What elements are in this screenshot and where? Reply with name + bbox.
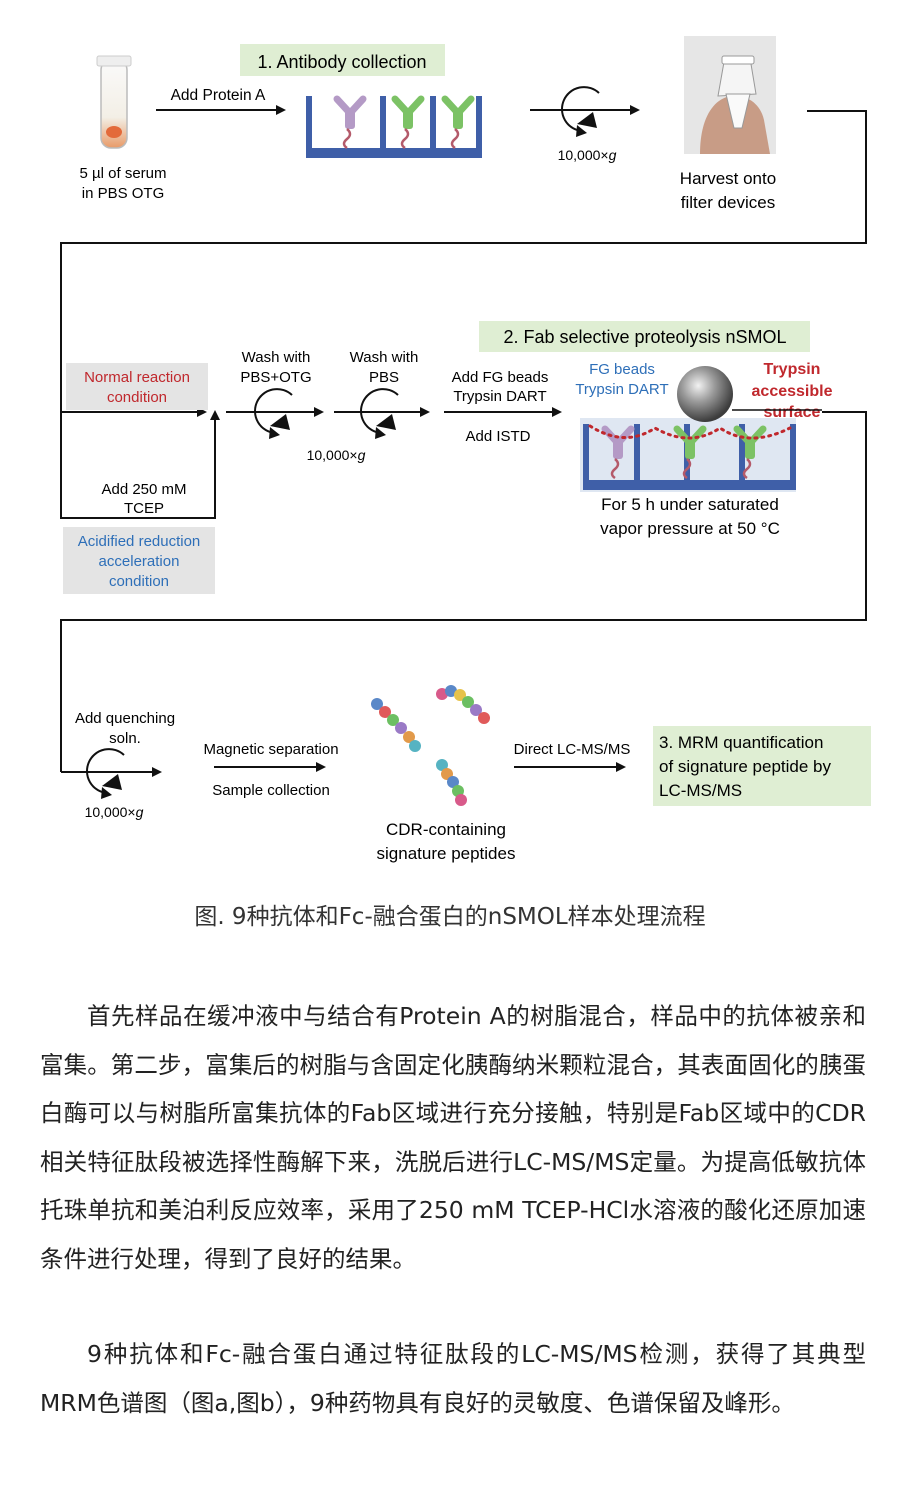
fg-beads-1: FG beads (589, 361, 655, 378)
spin-speed-3: 10,000×g (85, 804, 144, 820)
acidified-condition-2: acceleration (99, 553, 180, 570)
fg-beads-2: Trypsin DART (575, 381, 668, 398)
direct-lcms-label: Direct LC-MS/MS (514, 741, 631, 758)
centrifuge-spin-icon-4 (61, 748, 162, 800)
add-tcep-2: TCEP (124, 500, 164, 517)
add-fg-beads-2: Trypsin DART (453, 388, 546, 405)
add-protein-a-label: Add Protein A (171, 87, 266, 104)
incubation-condition-2: vapor pressure at 50 °C (600, 519, 780, 538)
centrifuge-spin-icon-1 (530, 86, 640, 138)
filter-device-photo (684, 36, 776, 154)
connector-row2-row3 (60, 411, 867, 772)
wash2-label-2: PBS (369, 369, 399, 386)
add-fg-beads-1: Add FG beads (452, 369, 549, 386)
magnetic-separation: Magnetic separation (203, 741, 338, 758)
cdr-peptides-1: CDR-containing (386, 820, 506, 839)
fg-bead-icon (677, 366, 733, 422)
serum-label-2: in PBS OTG (82, 185, 165, 202)
nsmol-well-plate (580, 418, 796, 492)
trypsin-surface-1: Trypsin (764, 361, 821, 378)
add-tcep-1: Add 250 mM (101, 481, 186, 498)
step2-title: 2. Fab selective proteolysis nSMOL (503, 327, 786, 347)
body-paragraph-1: 首先样品在缓冲液中与结合有Protein A的树脂混合，样品中的抗体被亲和富集。… (40, 1002, 866, 1273)
acidified-condition-1: Acidified reduction (78, 533, 201, 550)
trypsin-surface-2: accessible (752, 383, 833, 400)
spin-speed-2: 10,000×g (307, 447, 366, 463)
signature-peptides-icon (371, 685, 490, 806)
step1-title-box (240, 44, 445, 76)
step3-title-2: of signature peptide by (659, 757, 832, 776)
step1-title: 1. Antibody collection (257, 52, 426, 72)
body-paragraph-2: 9种抗体和Fc-融合蛋白通过特征肽段的LC-MS/MS检测，获得了其典型MRM色… (40, 1340, 866, 1417)
step3-title-box (653, 726, 871, 806)
wash2-label-1: Wash with (350, 349, 419, 366)
nsmol-workflow-diagram: 5 µl of serum in PBS OTG Add Protein A 1… (60, 36, 871, 863)
add-istd: Add ISTD (465, 428, 530, 445)
harvest-label-2: filter devices (681, 193, 775, 212)
incubation-condition-1: For 5 h under saturated (601, 495, 779, 514)
normal-condition-box (66, 363, 208, 410)
acidified-condition-box (63, 527, 215, 594)
harvest-label-1: Harvest onto (680, 169, 776, 188)
serum-tube-icon (96, 55, 132, 149)
trypsin-surface-3: surface (764, 404, 821, 421)
connector-row1-row2 (60, 110, 867, 519)
acidified-condition-3: condition (109, 573, 169, 590)
protein-a-well-plate (306, 96, 482, 158)
step3-title-1: 3. MRM quantification (659, 733, 823, 752)
centrifuge-spin-icon-2 (226, 388, 324, 440)
wash1-label-1: Wash with (242, 349, 311, 366)
step2-title-box (479, 321, 810, 352)
quench-label-2: soln. (109, 730, 141, 747)
figure-caption: 图. 9种抗体和Fc-融合蛋白的nSMOL样本处理流程 (194, 904, 706, 930)
wash1-label-2: PBS+OTG (240, 369, 311, 386)
step3-title-3: LC-MS/MS (659, 781, 742, 800)
normal-condition-2: condition (107, 389, 167, 406)
cdr-peptides-2: signature peptides (377, 844, 516, 863)
sample-collection: Sample collection (212, 782, 330, 799)
serum-label-1: 5 µl of serum (79, 165, 166, 182)
centrifuge-spin-icon-3 (334, 388, 430, 440)
spin-speed-1: 10,000×g (558, 147, 617, 163)
quench-label-1: Add quenching (75, 710, 175, 727)
normal-condition-1: Normal reaction (84, 369, 190, 386)
